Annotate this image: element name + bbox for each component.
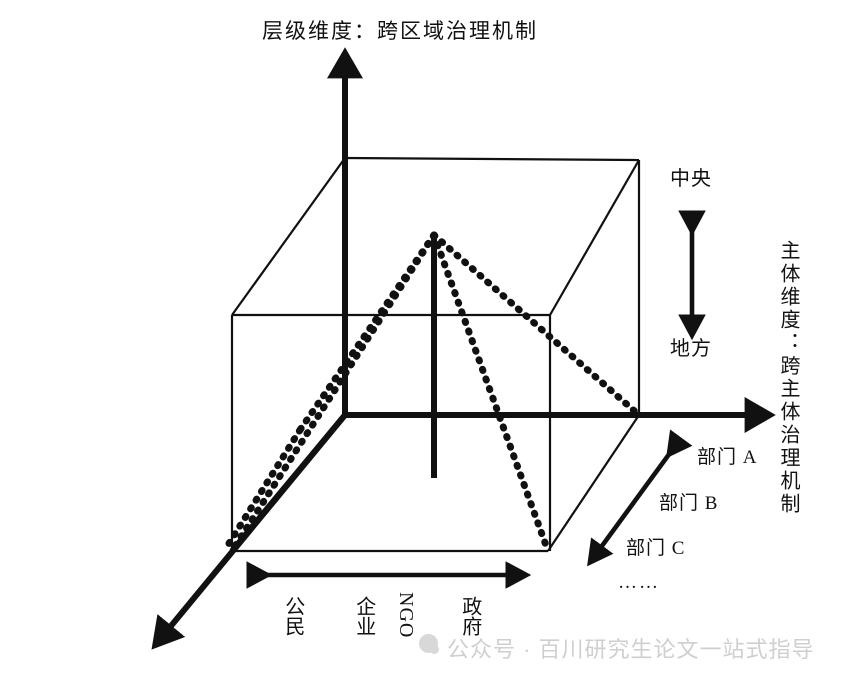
pyramid-edge-back-left-tail bbox=[224, 426, 304, 549]
watermark-text: 公众号 · 百川研究生论文一站式指导 bbox=[447, 637, 815, 662]
dotted-pyramid-edges bbox=[228, 231, 643, 555]
axis-right-label: 主体维度：跨主体治理机制 bbox=[777, 240, 799, 516]
pyramid-edge-front-left bbox=[228, 231, 438, 555]
actor-label-citizen-text: 公民 bbox=[281, 596, 304, 636]
cube-edge-top-right-diagonal bbox=[549, 159, 640, 316]
dotted-pyramid-edge-extension bbox=[224, 426, 304, 549]
actor-label-government: 政府 bbox=[458, 596, 481, 642]
pyramid-edge-back-left bbox=[296, 231, 438, 434]
cube-edge-bottom-right-diagonal bbox=[547, 414, 640, 552]
department-label-c: 部门 C bbox=[626, 538, 686, 559]
department-label-b: 部门 B bbox=[659, 493, 719, 514]
axes-bold bbox=[151, 47, 776, 650]
department-double-arrow bbox=[587, 429, 693, 567]
measure-arrows bbox=[246, 210, 706, 589]
department-label-a: 部门 A bbox=[697, 447, 758, 468]
cube-edge-top-back bbox=[344, 156, 640, 162]
actor-label-government-text: 政府 bbox=[458, 596, 481, 636]
axis-top-label: 层级维度：跨区域治理机制 bbox=[262, 19, 538, 43]
axis-depth-bold-segment bbox=[229, 413, 348, 553]
actor-label-enterprise: 企业 bbox=[352, 596, 375, 642]
watermark-logo-icon bbox=[419, 634, 439, 654]
pyramid-edge-back-right bbox=[430, 231, 643, 419]
hierarchy-top-label: 中央 bbox=[670, 168, 712, 190]
actor-label-citizen: 公民 bbox=[281, 596, 304, 642]
hierarchy-bottom-label: 地方 bbox=[670, 338, 712, 360]
pyramid-edge-front-right bbox=[430, 231, 552, 555]
department-ellipsis: …… bbox=[618, 572, 660, 593]
actor-label-ngo: NGO bbox=[395, 592, 417, 639]
cube-edge-top-left-diagonal bbox=[231, 157, 346, 316]
actor-label-enterprise-text: 企业 bbox=[352, 596, 375, 636]
